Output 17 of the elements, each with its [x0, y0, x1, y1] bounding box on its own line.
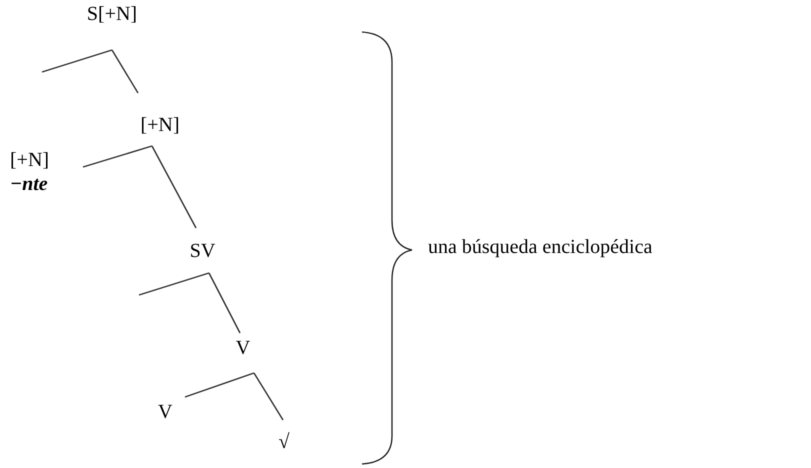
- suffix-label: −nte: [10, 172, 48, 196]
- tree-branch: [82, 145, 152, 168]
- tree-branch: [253, 372, 284, 420]
- node-label: V: [236, 336, 250, 360]
- node-label: √: [278, 430, 290, 454]
- node-label: S[+N]: [86, 2, 138, 26]
- node-label: V: [158, 400, 172, 424]
- node-label: [+N]: [10, 148, 50, 172]
- tree-branch: [151, 146, 197, 228]
- node-label: [+N]: [140, 113, 180, 137]
- tree-branch: [184, 372, 254, 398]
- tree-branch: [42, 49, 112, 73]
- node-label: SV: [190, 239, 216, 263]
- tree-branch: [208, 272, 241, 334]
- tree-branch: [138, 272, 210, 296]
- tree-branch: [111, 50, 139, 94]
- gloss-text: una búsqueda enciclopédica: [428, 236, 652, 259]
